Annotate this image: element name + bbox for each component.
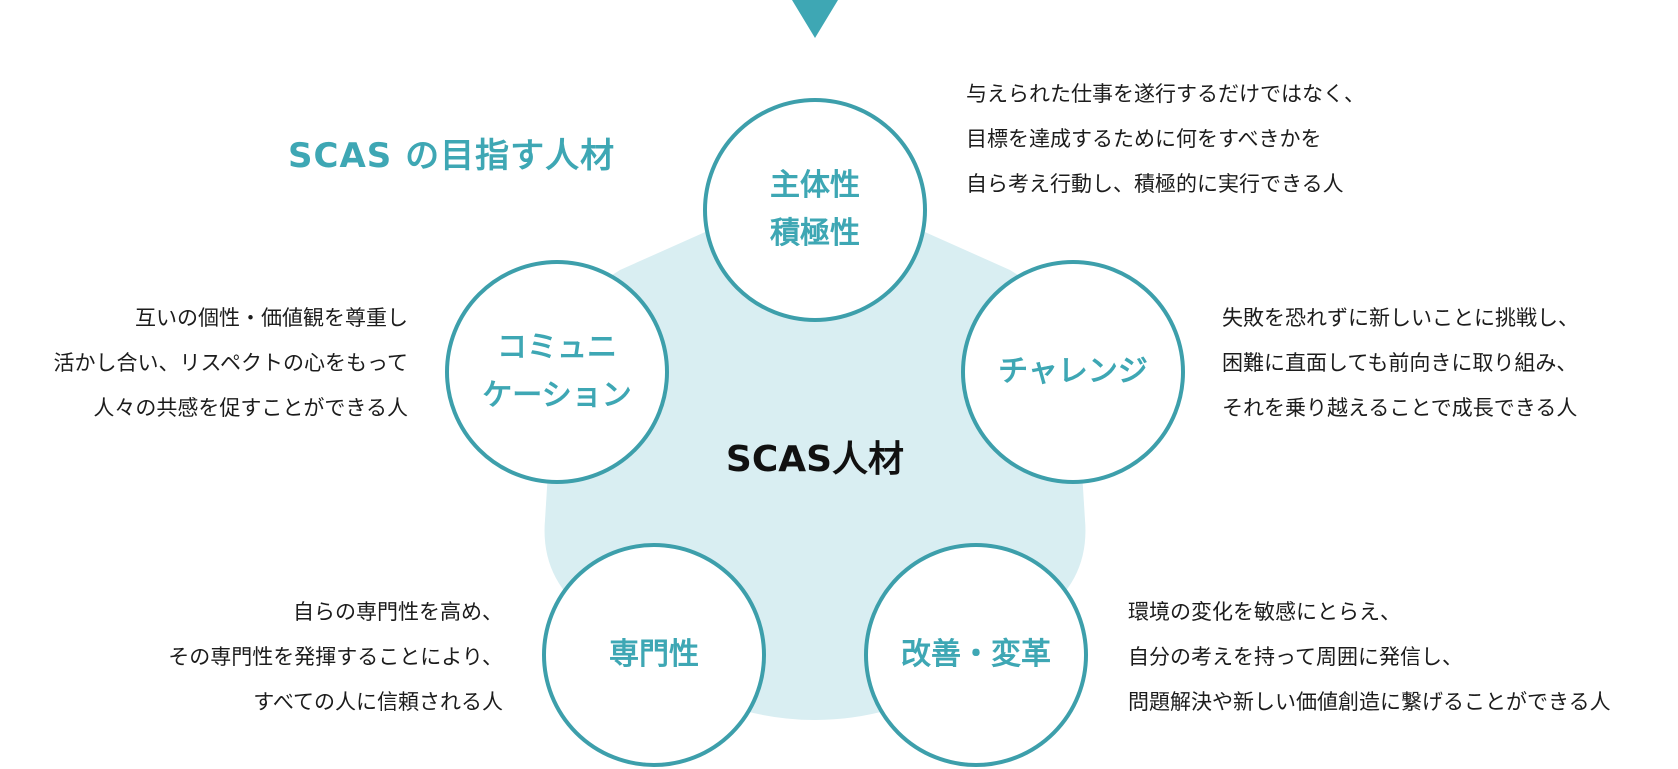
page-heading: SCAS の目指す人材	[288, 136, 616, 176]
desc-communication: 互いの個性・価値観を尊重し 活かし合い、リスペクトの心をもって 人々の共感を促す…	[54, 296, 408, 431]
desc-expertise-line-2: その専門性を発揮することにより、	[168, 645, 503, 669]
down-arrow-icon	[792, 0, 838, 38]
node-communication-line-1: コミュニ	[497, 330, 617, 365]
center-label: SCAS人材	[725, 439, 905, 480]
desc-improvement: 環境の変化を敏感にとらえ、 自分の考えを持って周囲に発信し、 問題解決や新しい価…	[1128, 590, 1611, 725]
node-expertise: 専門性	[542, 543, 766, 767]
node-communication: コミュニ ケーション	[445, 260, 669, 484]
desc-challenge-line-1: 失敗を恐れずに新しいことに挑戦し、	[1222, 306, 1579, 330]
desc-expertise-line-3: すべての人に信頼される人	[253, 690, 503, 714]
node-improvement-line-1: 改善・変革	[901, 637, 1051, 672]
desc-communication-line-3: 人々の共感を促すことができる人	[93, 396, 408, 420]
desc-challenge: 失敗を恐れずに新しいことに挑戦し、 困難に直面しても前向きに取り組み、 それを乗…	[1222, 296, 1579, 431]
desc-expertise: 自らの専門性を高め、 その専門性を発揮することにより、 すべての人に信頼される人	[168, 590, 503, 725]
node-expertise-line-1: 専門性	[609, 637, 699, 672]
desc-initiative: 与えられた仕事を遂行するだけではなく、 目標を達成するために何をすべきかを 自ら…	[966, 72, 1365, 207]
desc-improvement-line-2: 自分の考えを持って周囲に発信し、	[1128, 645, 1463, 669]
desc-communication-line-2: 活かし合い、リスペクトの心をもって	[53, 351, 408, 375]
desc-initiative-line-2: 目標を達成するために何をすべきかを	[966, 127, 1322, 151]
node-initiative: 主体性 積極性	[703, 98, 927, 322]
desc-initiative-line-3: 自ら考え行動し、積極的に実行できる人	[966, 172, 1344, 196]
desc-challenge-line-3: それを乗り越えることで成長できる人	[1222, 396, 1578, 420]
node-challenge-line-1: チャレンジ	[998, 354, 1148, 389]
desc-improvement-line-1: 環境の変化を敏感にとらえ、	[1128, 600, 1401, 624]
desc-challenge-line-2: 困難に直面しても前向きに取り組み、	[1222, 351, 1578, 375]
desc-initiative-line-1: 与えられた仕事を遂行するだけではなく、	[966, 82, 1365, 106]
node-initiative-line-1: 主体性	[770, 168, 860, 203]
node-challenge: チャレンジ	[961, 260, 1185, 484]
node-initiative-line-2: 積極性	[770, 216, 860, 251]
desc-expertise-line-1: 自らの専門性を高め、	[293, 600, 503, 624]
node-improvement: 改善・変革	[864, 543, 1088, 767]
node-communication-line-2: ケーション	[482, 378, 632, 413]
desc-improvement-line-3: 問題解決や新しい価値創造に繋げることができる人	[1128, 690, 1611, 714]
desc-communication-line-1: 互いの個性・価値観を尊重し	[135, 306, 408, 330]
